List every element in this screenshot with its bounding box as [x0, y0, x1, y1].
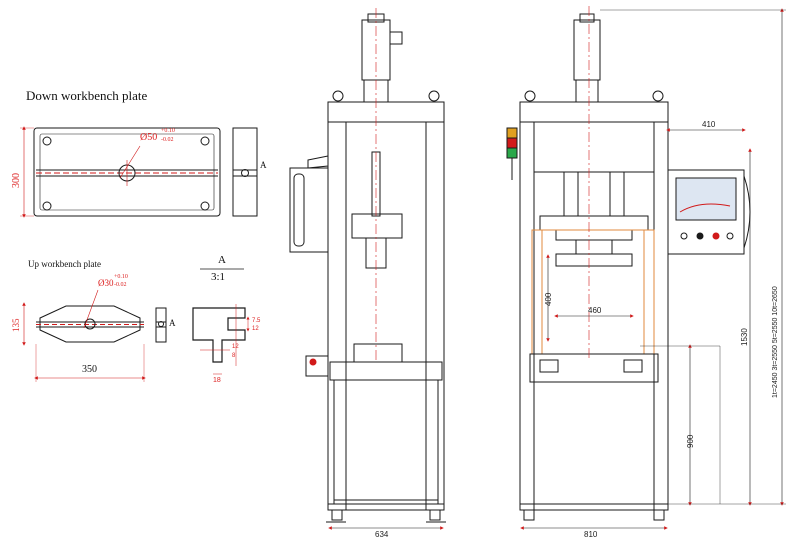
up-plate-width-dim: 350 — [82, 364, 97, 375]
side-table-height-dim: 900 — [686, 434, 695, 448]
up-plate-drawing — [22, 289, 167, 382]
side-stroke-dim: 400 — [544, 292, 553, 306]
down-plate-drawing — [20, 126, 258, 218]
up-plate-view-ref: A — [169, 318, 176, 328]
detail-depth-dim-2: 12 — [252, 326, 259, 332]
up-plate-hole-dim: Ø30 — [98, 278, 114, 288]
detail-depth-dim: 7.5 — [252, 318, 261, 324]
detail-small-dim-2: 8 — [232, 353, 236, 359]
down-plate-tol-lower: -0.02 — [161, 137, 174, 143]
down-plate-hole-dim: Ø50 — [140, 132, 158, 143]
up-plate-title: Up workbench plate — [28, 259, 101, 269]
down-plate-width-dim: 300 — [11, 173, 22, 188]
up-plate-height-dim: 135 — [11, 318, 21, 333]
side-variants-dim: 1t=2450 3t=2550 5t=2550 10t=2650 — [772, 286, 779, 398]
section-name: A — [218, 254, 226, 266]
side-width-dim: 810 — [584, 530, 598, 539]
down-plate-title: Down workbench plate — [26, 88, 148, 103]
down-plate-tol-upper: +0.10 — [161, 128, 175, 134]
side-offset-dim: 410 — [702, 120, 716, 129]
section-a-detail — [192, 268, 250, 375]
detail-width-dim: 18 — [213, 377, 221, 384]
up-plate-tol-upper: +0.10 — [114, 274, 128, 280]
up-plate-tol-lower: -0.02 — [114, 282, 127, 288]
down-plate-view-ref: A — [260, 160, 267, 170]
front-width-dim: 634 — [375, 530, 389, 539]
front-view-machine — [289, 8, 446, 530]
side-view-machine — [506, 6, 786, 530]
section-scale: 3:1 — [211, 271, 226, 283]
side-inner-width-dim: 460 — [588, 306, 602, 315]
side-overall-height-dim: 1530 — [740, 328, 749, 346]
detail-small-dim-1: 12 — [232, 344, 239, 350]
